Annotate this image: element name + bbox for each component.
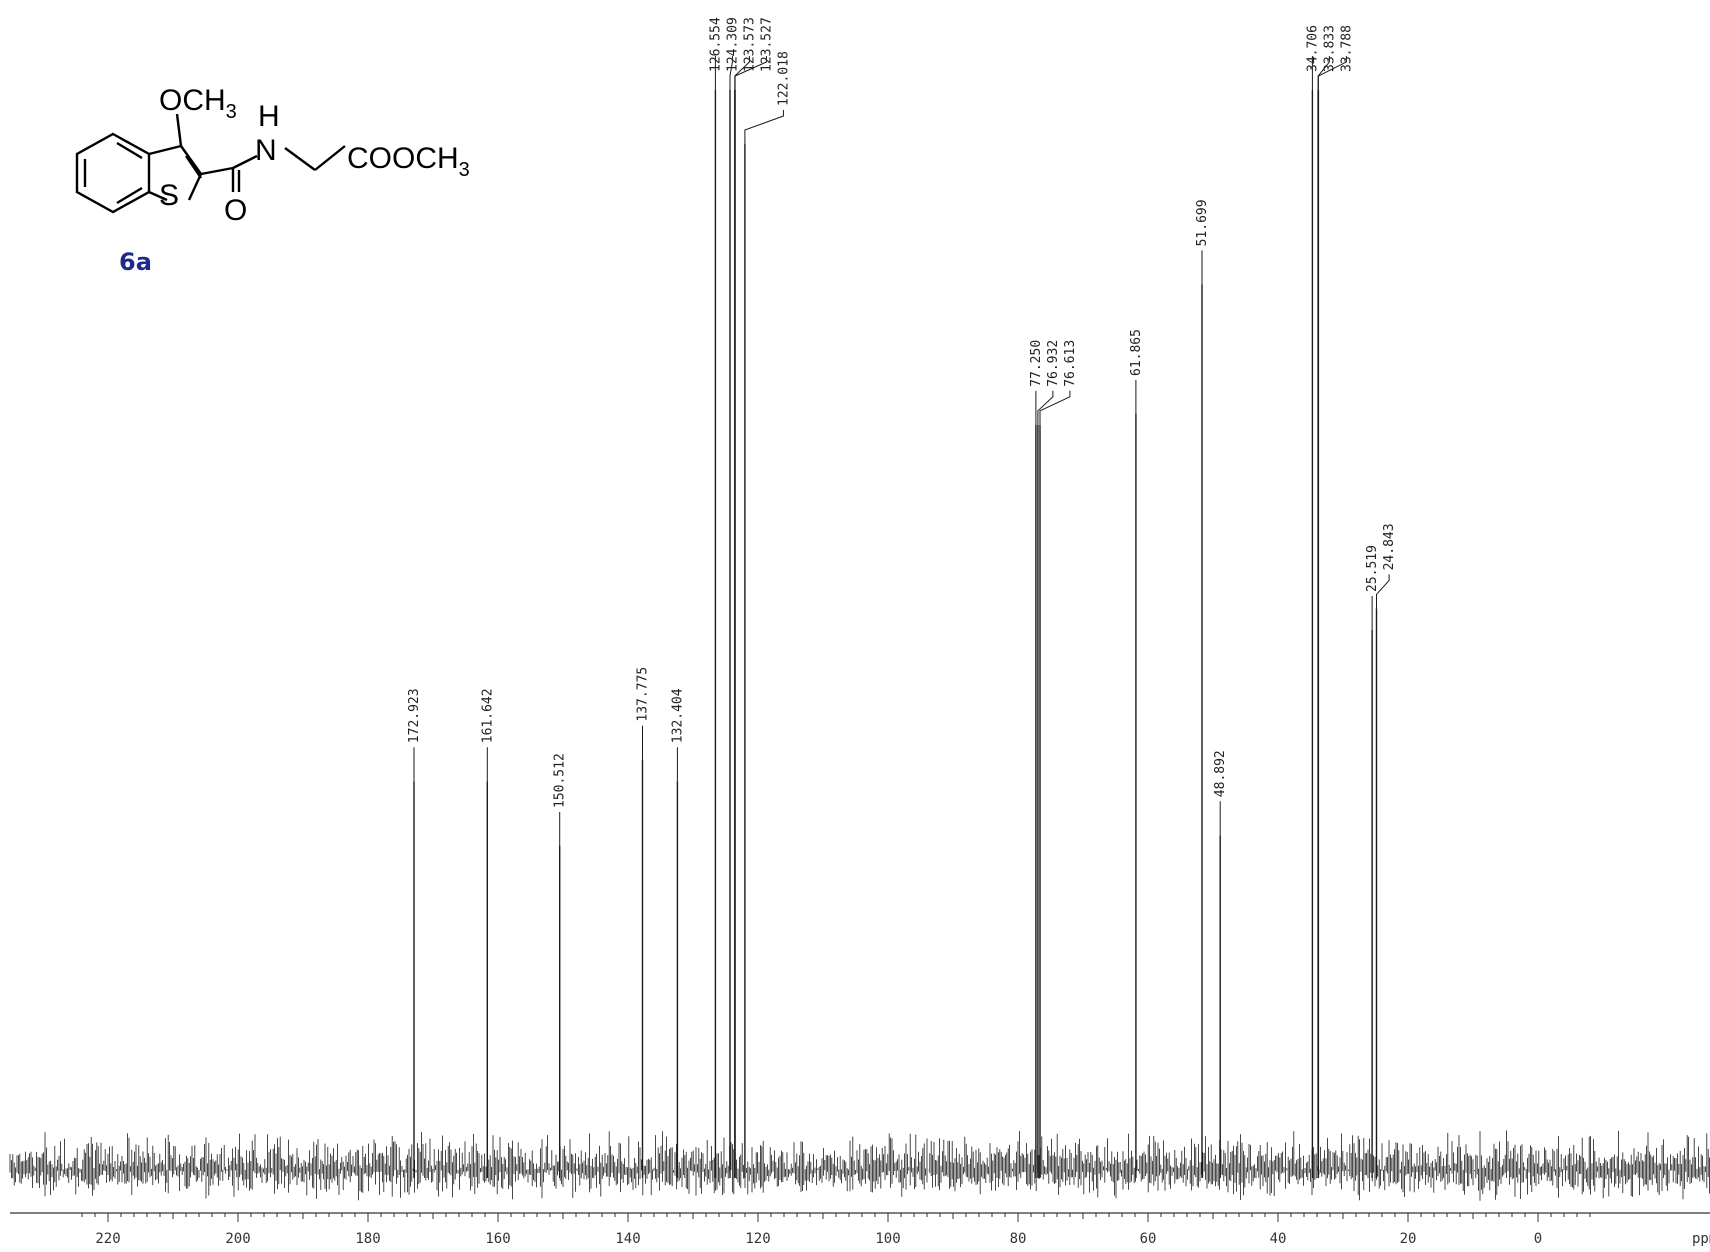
- peak-lines: [413, 90, 1378, 1178]
- x-tick-label-100: 100: [875, 1231, 900, 1247]
- peak-label-123.573: 123.573: [742, 17, 757, 72]
- peak-label-150.512: 150.512: [553, 753, 568, 808]
- x-tick-label-120: 120: [745, 1231, 770, 1247]
- x-tick-label-140: 140: [615, 1231, 640, 1247]
- baseline-noise: [9, 1130, 1710, 1201]
- peak-label-122.018: 122.018: [776, 51, 791, 106]
- peak-labels: 172.923 161.642 150.512 137.775 132.404 126.5…: [407, 17, 1397, 846]
- x-tick-label-160: 160: [485, 1231, 510, 1247]
- thiophene-ring: [148, 144, 203, 202]
- peak-leader-76.932: [1037, 390, 1054, 425]
- peak-label-24.843: 24.843: [1382, 523, 1397, 570]
- x-tick-label-0: 0: [1534, 1231, 1542, 1247]
- atom-sulfur: S: [159, 179, 179, 212]
- peak-label-137.775: 137.775: [636, 667, 651, 722]
- x-tick-label-60: 60: [1140, 1231, 1157, 1247]
- x-tick-label-200: 200: [225, 1231, 250, 1247]
- peak-label-124.309: 124.309: [725, 17, 740, 72]
- x-axis-label: ppm: [1692, 1231, 1710, 1247]
- peak-label-132.404: 132.404: [670, 688, 685, 743]
- peak-leader-76.613: [1039, 390, 1071, 425]
- benzene-ring: [75, 132, 151, 214]
- peak-leader-33.788: [1317, 56, 1347, 90]
- peak-leader-122.018: [744, 110, 784, 144]
- x-tick-label-180: 180: [355, 1231, 380, 1247]
- peak-label-126.554: 126.554: [708, 17, 723, 72]
- atom-amide-h: H: [258, 100, 280, 133]
- peak-leader-24.843: [1376, 574, 1390, 609]
- peak-leader-124.309: [729, 56, 733, 90]
- peak-label-61.865: 61.865: [1129, 329, 1144, 376]
- peak-label-33.833: 33.833: [1322, 25, 1337, 72]
- peak-label-123.527: 123.527: [759, 17, 774, 72]
- compound-label: 6a: [119, 248, 152, 276]
- atom-amide-n: N: [255, 134, 277, 167]
- side-chain-bonds: [200, 145, 346, 192]
- peak-label-76.613: 76.613: [1063, 340, 1078, 387]
- x-tick-label-40: 40: [1270, 1231, 1287, 1247]
- atom-carbonyl-o: O: [224, 194, 247, 227]
- peak-label-76.932: 76.932: [1046, 340, 1061, 387]
- peak-label-48.892: 48.892: [1213, 750, 1228, 797]
- peak-leader-123.527: [734, 56, 767, 90]
- atom-ester: COOCH3: [347, 142, 470, 181]
- x-tick-label-80: 80: [1010, 1231, 1027, 1247]
- peak-label-33.788: 33.788: [1339, 25, 1354, 72]
- peak-label-172.923: 172.923: [407, 688, 422, 743]
- x-tick-label-220: 220: [95, 1231, 120, 1247]
- peak-label-77.250: 77.250: [1029, 340, 1044, 387]
- peak-label-51.699: 51.699: [1195, 199, 1210, 246]
- atom-methoxy-o: OCH3: [159, 84, 237, 123]
- peak-label-34.706: 34.706: [1305, 25, 1320, 72]
- peak-label-161.642: 161.642: [480, 688, 495, 743]
- chemical-structure: OCH3 H N COOCH3 S O 6a: [75, 84, 470, 276]
- x-tick-label-20: 20: [1400, 1231, 1417, 1247]
- peak-label-25.519: 25.519: [1365, 545, 1380, 592]
- methoxy-bond: [175, 113, 183, 147]
